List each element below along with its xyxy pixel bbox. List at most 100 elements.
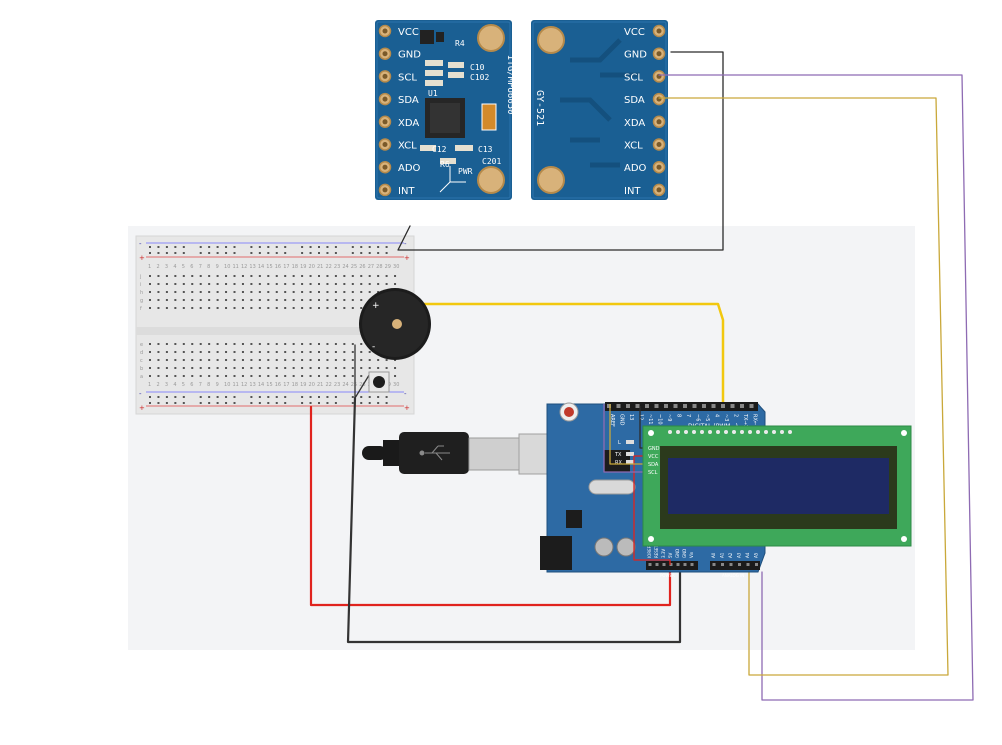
power-5v-wire[interactable] [309,405,672,607]
power-pin[interactable] [662,563,666,566]
power-pin[interactable] [648,563,652,566]
back-pin-label: XDA [624,118,645,129]
buzzer-signal-wire[interactable] [408,302,725,404]
back-pin-label: GND [624,50,647,61]
column-number: 22 [325,382,331,388]
axis-icon [439,166,466,193]
label-r4: R4 [455,39,465,48]
label-c13: C13 [478,145,493,154]
onboard-leds: L TX RX [614,440,634,466]
digital-pin-label: TX→1 [742,413,748,428]
digital-pin-label: 4 [714,414,720,417]
piezo-buzzer[interactable]: + - [359,288,431,360]
part-name: ITG/MPU6050 [505,55,515,115]
label-r6: R6 [440,160,450,169]
reset-button[interactable] [564,407,574,417]
column-number: 17 [283,264,289,270]
digital-pin[interactable] [730,404,735,408]
digital-pin-label: 8 [676,414,682,417]
digital-pin[interactable] [740,404,744,408]
column-number: 22 [325,264,331,270]
led-rx-label: RX [615,460,622,466]
analog-pin[interactable] [755,563,758,566]
column-number: 8 [207,264,210,270]
column-number: 13 [249,264,255,270]
column-number: 25 [351,264,357,270]
lcd-header-pin [764,430,768,434]
buzzer-plus-sign: + [372,301,380,311]
column-number: 16 [275,382,281,388]
digital-pin[interactable] [626,404,630,408]
analog-pin[interactable] [746,563,750,566]
digital-pin[interactable] [721,404,725,408]
digital-pin[interactable] [683,404,687,408]
power-pin[interactable] [655,563,659,566]
analog-pin-label: A2 [728,552,733,558]
ground-wire[interactable] [346,396,682,644]
digital-pin-label: ~3 [723,414,729,421]
gnd-wire[interactable] [397,51,724,251]
digital-pin[interactable] [664,404,668,408]
lcd-header-pin [708,430,712,434]
digital-pin[interactable] [654,404,659,408]
analog-pin[interactable] [721,563,724,566]
back-pin-label: SDA [624,95,645,106]
digital-pin[interactable] [711,404,716,408]
digital-pin[interactable] [749,404,754,408]
digital-pin[interactable] [607,404,611,408]
analog-pin[interactable] [712,563,716,566]
column-number: 20 [309,382,315,388]
lcd-pin-scl: SCL [648,470,658,476]
digital-pin[interactable] [645,404,649,408]
digital-pin[interactable] [635,404,640,408]
push-button[interactable] [368,371,390,393]
column-number: 11 [233,382,239,388]
column-number: 3 [165,382,168,388]
lcd-scl-wire[interactable] [603,404,647,473]
column-number: 18 [292,382,298,388]
lcd-header-pin [716,430,720,434]
front-pin-label: GND [398,50,421,61]
lcd-header-pin [700,430,704,434]
column-number: 2 [156,264,159,270]
power-pin[interactable] [683,563,687,566]
row-letter: f [140,306,142,312]
lcd-header-pin [756,430,760,434]
power-jack [540,536,572,570]
digital-pin[interactable] [692,404,697,408]
front-pin-label: SDA [398,95,419,106]
lcd-pin-vcc: VCC [648,454,659,460]
front-pin-label: ADO [398,163,421,174]
rail-plus-sign: + [139,254,145,262]
row-letter: e [140,342,143,348]
digital-pin[interactable] [702,404,706,408]
digital-pin[interactable] [673,404,678,408]
analog-header [710,561,760,570]
digital-pin[interactable] [616,404,621,408]
lcd-pin-sda: SDA [648,462,659,468]
lcd-display[interactable]: GND VCC SDA SCL [642,425,912,547]
power-pin[interactable] [676,563,680,566]
power-pin[interactable] [669,563,673,566]
column-number: 14 [258,264,264,270]
lcd-vcc-wire[interactable] [633,455,671,565]
lcd-header-pin [772,430,776,434]
column-number: 19 [300,264,306,270]
power-pin-label: 3.3V [661,549,666,558]
column-number: 26 [359,264,365,270]
scl-wire[interactable] [658,74,974,701]
column-number: 20 [309,264,315,270]
sda-wire[interactable] [658,97,949,676]
power-pin[interactable] [690,563,694,566]
column-number: 3 [165,264,168,270]
lcd-sda-wire[interactable] [609,404,647,465]
row-letter: c [140,358,143,364]
capacitor [481,103,497,131]
column-number: 2 [156,382,159,388]
analog-pin[interactable] [738,563,741,566]
led-l-label: L [618,440,621,446]
column-number: 18 [292,264,298,270]
analog-pin[interactable] [729,563,733,566]
